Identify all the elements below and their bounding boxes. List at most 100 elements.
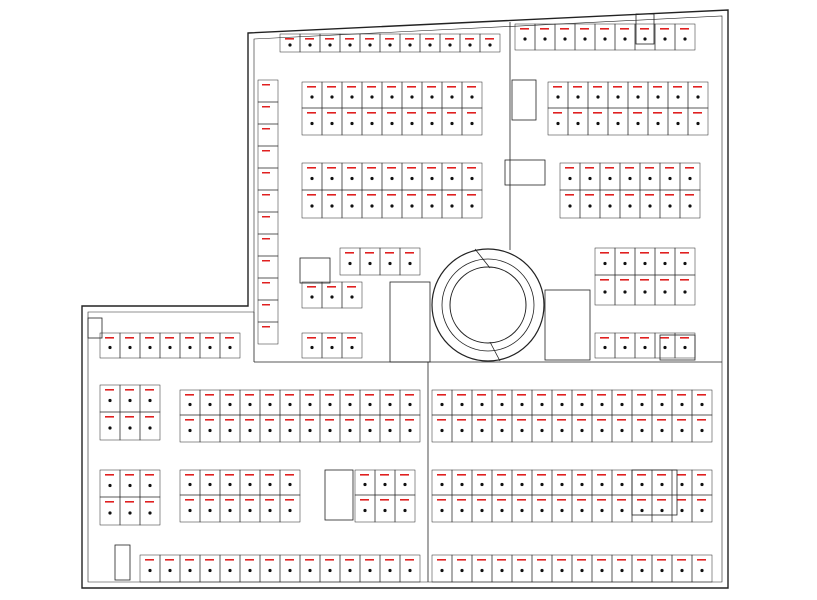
parking-bay xyxy=(99,411,121,441)
bay-label-mark xyxy=(620,28,629,30)
sprinkler-icon xyxy=(410,204,414,208)
parking-bay xyxy=(627,81,649,109)
bay-outline xyxy=(139,496,161,526)
parking-bay xyxy=(631,414,653,443)
sprinkler-icon xyxy=(560,568,564,573)
bay-label-mark xyxy=(307,86,316,88)
parking-bay xyxy=(471,494,493,523)
bay-label-mark xyxy=(385,252,394,254)
bay-label-mark xyxy=(225,499,234,501)
bay-label-mark xyxy=(437,499,446,501)
parking-bay xyxy=(379,33,401,53)
bay-label-mark xyxy=(613,112,622,114)
parking-bays xyxy=(99,23,713,583)
sprinkler-icon xyxy=(288,508,292,513)
parking-bay xyxy=(279,389,301,416)
sprinkler-icon xyxy=(328,428,332,433)
parking-bay xyxy=(651,469,673,496)
parking-bay xyxy=(471,469,493,496)
bay-label-mark xyxy=(185,337,194,339)
sprinkler-icon xyxy=(643,290,647,294)
bay-outline xyxy=(359,389,381,416)
parking-bay xyxy=(591,389,613,416)
bay-outline xyxy=(219,469,241,496)
parking-bay xyxy=(571,389,593,416)
bay-outline xyxy=(679,189,701,219)
sprinkler-icon xyxy=(460,482,464,487)
sprinkler-icon xyxy=(628,204,632,208)
sprinkler-icon xyxy=(363,482,367,487)
sprinkler-icon xyxy=(168,345,172,350)
parking-bay xyxy=(321,281,343,309)
bay-outline xyxy=(451,389,473,416)
sprinkler-icon xyxy=(228,568,232,573)
bay-label-mark xyxy=(380,499,389,501)
sprinkler-icon xyxy=(540,402,544,407)
sprinkler-icon xyxy=(310,345,314,350)
bay-label-mark xyxy=(405,252,414,254)
parking-bay xyxy=(531,389,553,416)
bay-label-mark xyxy=(517,419,526,421)
sprinkler-icon xyxy=(500,402,504,407)
parking-bay xyxy=(359,414,381,443)
sprinkler-icon xyxy=(128,345,132,350)
parking-bay xyxy=(421,162,443,191)
sprinkler-icon xyxy=(663,37,667,41)
column-bay xyxy=(257,189,279,213)
parking-bay xyxy=(419,33,441,53)
bay-label-mark xyxy=(660,337,669,339)
bay-label-mark xyxy=(620,279,629,281)
sprinkler-icon xyxy=(350,204,354,208)
sprinkler-icon xyxy=(648,176,652,181)
sprinkler-icon xyxy=(556,95,560,99)
sprinkler-icon xyxy=(623,261,627,266)
sprinkler-icon xyxy=(348,428,352,433)
bay-outline xyxy=(514,23,536,51)
bay-outline xyxy=(571,469,593,496)
sprinkler-icon xyxy=(520,402,524,407)
parking-bay xyxy=(611,554,633,583)
parking-bay xyxy=(179,414,201,443)
parking-bay xyxy=(587,81,609,109)
bay-label-mark xyxy=(427,112,436,114)
bay-label-mark xyxy=(677,559,686,561)
parking-bay xyxy=(321,107,343,136)
bay-label-mark xyxy=(597,419,606,421)
bay-label-mark xyxy=(347,86,356,88)
parking-bay xyxy=(259,554,281,583)
bay-label-mark xyxy=(405,419,414,421)
bay-label-mark xyxy=(517,474,526,476)
bay-label-mark xyxy=(105,337,114,339)
bay-outline xyxy=(461,189,483,219)
parking-bay xyxy=(319,389,341,416)
bay-label-mark xyxy=(365,419,374,421)
bay-outline xyxy=(421,81,443,109)
sprinkler-icon xyxy=(388,43,392,47)
sprinkler-icon xyxy=(308,428,312,433)
bay-label-mark xyxy=(557,419,566,421)
parking-bay xyxy=(671,414,693,443)
bay-outline xyxy=(471,469,493,496)
bay-label-mark xyxy=(640,279,649,281)
parking-bay xyxy=(607,107,629,136)
sprinkler-icon xyxy=(700,482,704,487)
bay-outline xyxy=(319,33,341,53)
sprinkler-icon xyxy=(228,508,232,513)
sprinkler-icon xyxy=(660,568,664,573)
column-bay xyxy=(257,101,279,125)
parking-bay xyxy=(179,554,201,583)
bay-label-mark xyxy=(665,167,674,169)
parking-bay xyxy=(599,162,621,191)
sprinkler-icon xyxy=(410,95,414,99)
stair-core xyxy=(511,79,537,121)
sprinkler-icon xyxy=(128,426,132,430)
parking-bay xyxy=(634,23,656,51)
parking-bay xyxy=(614,274,636,306)
parking-bay xyxy=(611,414,633,443)
parking-bay xyxy=(571,414,593,443)
bay-outline xyxy=(594,23,616,51)
sprinkler-icon xyxy=(700,508,704,513)
bay-outline xyxy=(611,389,633,416)
parking-bay xyxy=(594,274,616,306)
sprinkler-icon xyxy=(480,508,484,513)
